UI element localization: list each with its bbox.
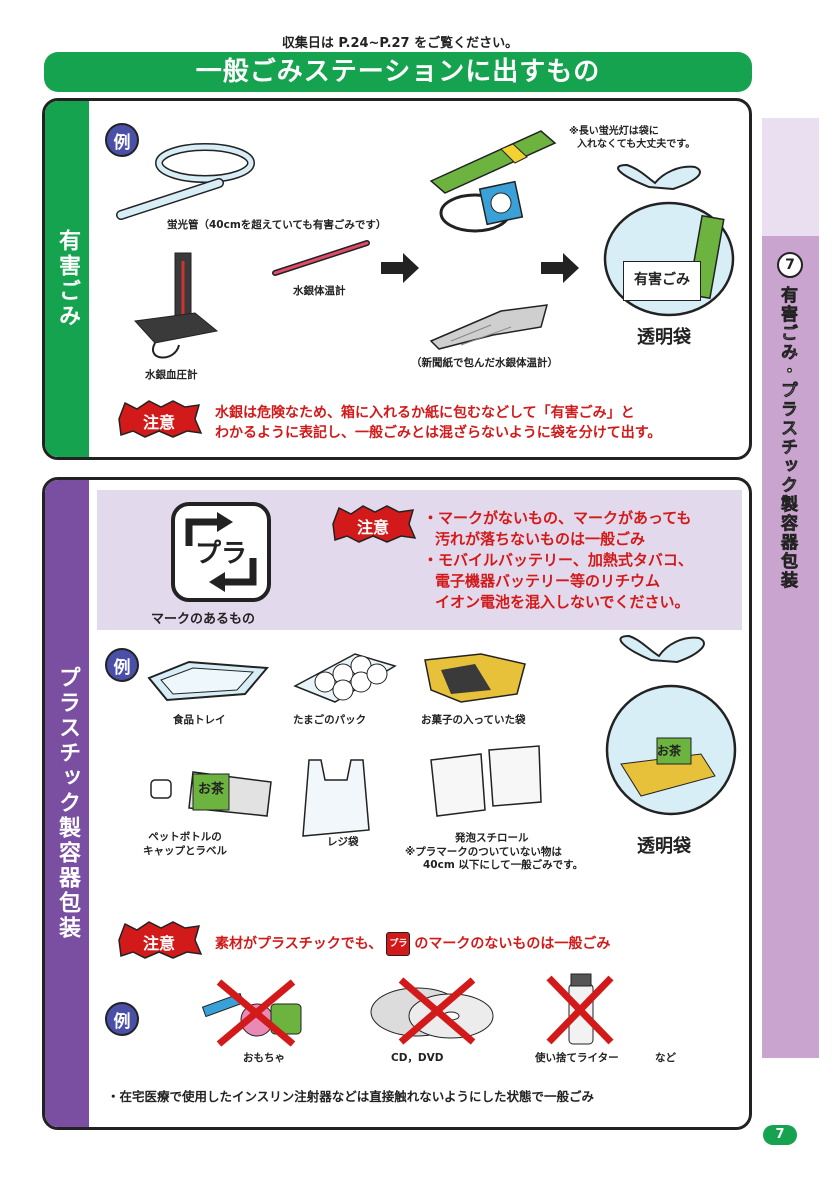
lighter-crossed-illustration (546, 973, 614, 1045)
hazardous-waste-panel: 有害ごみ 例 蛍光管（40cmを超えていても有害ごみです） 水銀血圧計 水銀体温… (42, 98, 752, 460)
boxed-tube-illustration (429, 130, 557, 233)
mark-caption: マークのあるもの (151, 612, 256, 627)
egg-pack-illustration (293, 653, 397, 703)
section-number: 7 (777, 252, 803, 278)
example-badge: 例 (105, 648, 139, 682)
caution-badge (118, 921, 203, 959)
plastic-side-label: プラスチック製容器包装 (45, 480, 89, 1127)
bp-meter-label: 水銀血圧計 (145, 369, 198, 381)
fluorescent-label: 蛍光管（40cmを超えていても有害ごみです） (167, 219, 387, 231)
pla-mark-small-icon: プラ (386, 932, 411, 956)
caution-badge (332, 505, 417, 543)
thermometer-label: 水銀体温計 (293, 285, 346, 297)
styrofoam-note: ※プラマークのついていない物は 40cm 以下にして一般ごみです。 (405, 846, 584, 871)
section-tab-text: 有害ごみ・プラスチック製容器包装 (777, 286, 798, 591)
clear-bag-illustration (605, 634, 737, 816)
example-badge: 例 (105, 123, 139, 157)
svg-text:プラ: プラ (195, 539, 247, 569)
pla-mark-icon: プラ (171, 502, 271, 602)
wrapped-thermometer-label: （新聞紙で包んだ水銀体温計） (411, 357, 558, 369)
insulin-footnote: ・在宅医療で使用したインスリン注射器などは直接触れないようにした状態で一般ごみ (107, 1089, 595, 1104)
hazardous-side-label: 有害ごみ (45, 101, 89, 457)
pet-cap-label: ペットボトルの キャップとラベル (143, 831, 227, 857)
food-tray-label: 食品トレイ (173, 714, 226, 726)
example-badge: 例 (105, 1002, 139, 1036)
etc-label: など (655, 1052, 676, 1064)
styrofoam-illustration (430, 745, 542, 817)
hazardous-bag-sign: 有害ごみ (623, 261, 701, 301)
snack-bag-illustration (424, 653, 526, 703)
collection-day-note: 収集日は P.24~P.27 をご覧ください。 (281, 36, 519, 51)
ocha-label: お茶 (197, 782, 224, 797)
pet-cap-label-illustration (150, 771, 272, 817)
cd-crossed-illustration (370, 977, 494, 1045)
bag-ocha-label: お茶 (657, 744, 682, 758)
thermometer-illustration (272, 240, 370, 276)
cd-label: CD，DVD (391, 1052, 444, 1064)
hazardous-caution-text: 水銀は危険なため、箱に入れるか紙に包むなどして「有害ごみ」と わかるように表記し… (215, 405, 662, 441)
bp-meter-illustration (133, 252, 219, 359)
egg-pack-label: たまごのパック (293, 714, 367, 726)
arrow-right-icon (541, 253, 579, 283)
plastic-packaging-panel: プラスチック製容器包装 プラ マークのあるもの 注意 ・マークがないもの、マーク… (42, 477, 752, 1130)
caution-badge-label: 注意 (142, 934, 175, 953)
styrofoam-label: 発泡スチロール (455, 832, 529, 844)
lighter-label: 使い捨てライター (535, 1052, 619, 1064)
arrow-right-icon (381, 253, 419, 283)
shopping-bag-illustration (302, 759, 370, 837)
snack-bag-label: お菓子の入っていた袋 (421, 714, 526, 726)
caution-badge-label: 注意 (356, 518, 389, 537)
wrapped-thermometer-illustration (429, 304, 549, 350)
toys-crossed-illustration (201, 979, 302, 1047)
long-tube-note: ※長い蛍光灯は袋に 入れなくても大丈夫です。 (569, 126, 696, 150)
food-tray-illustration (147, 660, 270, 702)
section-tab: 7 有害ごみ・プラスチック製容器包装 (762, 118, 819, 1058)
shopping-bag-label: レジ袋 (327, 836, 359, 848)
page-number: 7 (763, 1125, 797, 1145)
plastic-clear-bag-label: 透明袋 (637, 836, 691, 857)
caution-badge (118, 400, 203, 438)
toys-label: おもちゃ (243, 1052, 285, 1064)
fluorescent-tube-illustration (116, 143, 255, 220)
clear-bag-label: 透明袋 (637, 327, 691, 348)
plastic-mark-box: プラ マークのあるもの 注意 ・マークがないもの、マークがあっても 汚れが落ちな… (97, 490, 742, 630)
general-caution-text: 素材がプラスチックでも、プラのマークのないものは一般ごみ (215, 932, 610, 956)
plastic-caution-text: ・マークがないもの、マークがあっても 汚れが落ちないものは一般ごみ ・モバイルバ… (423, 509, 693, 611)
page-title: 一般ごみステーションに出すもの (44, 52, 752, 92)
